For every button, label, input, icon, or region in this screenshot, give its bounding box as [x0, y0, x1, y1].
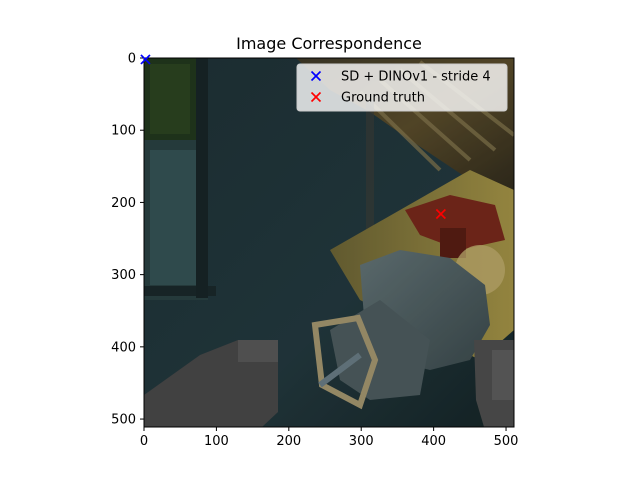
x-tick-label: 500 [494, 434, 519, 449]
chart-title: Image Correspondence [236, 34, 422, 53]
legend-label: Ground truth [341, 91, 425, 106]
legend-marker [310, 91, 322, 103]
y-axis: 0 100 200 300 400 500 [111, 52, 144, 428]
x-tick-label: 100 [204, 434, 229, 449]
x-axis: 0 100 200 300 400 500 [140, 427, 519, 449]
y-tick-label: 300 [111, 268, 136, 283]
x-tick-label: 0 [140, 434, 148, 449]
background-scene-image [144, 58, 514, 427]
y-tick-label: 100 [111, 124, 136, 139]
y-tick-label: 500 [111, 413, 136, 428]
x-tick-label: 400 [421, 434, 446, 449]
y-tick-label: 0 [128, 52, 136, 67]
legend-box [296, 63, 508, 112]
legend-marker [310, 70, 322, 82]
y-tick-label: 400 [111, 340, 136, 355]
x-tick-label: 200 [276, 434, 301, 449]
legend-label: SD + DINOv1 - stride 4 [341, 70, 491, 85]
legend: SD + DINOv1 - stride 4 Ground truth [296, 63, 508, 112]
data-point-marker [140, 54, 151, 65]
data-markers [140, 54, 446, 220]
x-tick-label: 300 [349, 434, 374, 449]
y-tick-label: 200 [111, 196, 136, 211]
data-point-marker [435, 208, 446, 220]
axes-frame [143, 57, 515, 428]
